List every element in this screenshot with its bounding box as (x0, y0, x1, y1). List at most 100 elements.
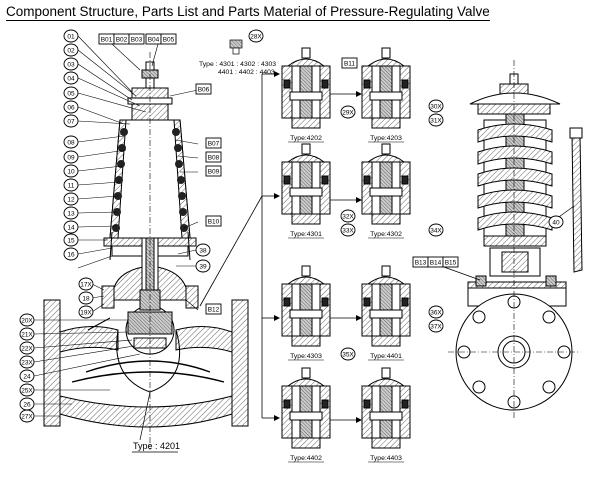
tag-07-text: 07 (67, 118, 75, 125)
tag-13-text: 13 (67, 210, 75, 217)
tag-38: 38 (195, 243, 211, 257)
tag-09: 09 (63, 150, 79, 164)
tag-40-text: 40 (552, 219, 560, 226)
variant-type-label-8: Type:4403 (370, 455, 402, 462)
part-tags: 0102030405060708091011121314151617X1819X… (19, 29, 564, 463)
tag-28x-text: 28X (250, 33, 262, 40)
page-title: Component Structure, Parts List and Part… (6, 4, 490, 21)
tag-07: 07 (63, 114, 79, 128)
type-note-line1: Type : 4301 : 4302 : 4303 (199, 61, 276, 68)
tag-25x-text: 25X (21, 387, 33, 394)
tag-37x: 37X (428, 319, 444, 333)
tag-27x-text: 27X (21, 413, 33, 420)
tag-39: 39 (195, 259, 211, 273)
variant-type-label-1: Type:4202 (290, 135, 322, 142)
variant-drawing-1 (281, 47, 331, 129)
tag-b08-text: B08 (208, 154, 220, 161)
tag-b13: B13 (412, 256, 429, 268)
tag-08-text: 08 (67, 139, 75, 146)
tag-29x: 29X (340, 105, 356, 119)
tag-23x-text: 23X (21, 359, 33, 366)
tag-21x: 21X (19, 327, 35, 341)
type-note-line2: 4401 : 4402 : 4403 (218, 69, 275, 76)
variant-drawing-4 (361, 143, 411, 225)
variant-connector (199, 73, 356, 421)
tag-39-text: 39 (199, 263, 207, 270)
tag-b04-text: B04 (148, 36, 160, 43)
tag-b02-text: B02 (116, 36, 128, 43)
tag-18: 18 (78, 291, 94, 305)
variant-drawing-6 (361, 265, 411, 347)
tag-11-text: 11 (68, 182, 75, 189)
variant-drawing-2 (361, 47, 411, 129)
tag-37x-text: 37X (430, 323, 442, 330)
tag-b12-text: B12 (208, 306, 220, 313)
tag-24-text: 24 (23, 373, 31, 380)
tag-22x-text: 22X (21, 345, 33, 352)
variant-drawing-7 (281, 367, 331, 449)
tag-30x: 30X (428, 99, 444, 113)
variant-type-label-4: Type:4302 (370, 231, 402, 238)
tag-b13-text: B13 (415, 259, 427, 266)
actuator-drawing (429, 60, 583, 420)
tag-09-text: 09 (67, 154, 75, 161)
tag-17x-text: 17X (80, 281, 92, 288)
tag-19x: 19X (78, 305, 94, 319)
tag-b11: B11 (341, 57, 358, 69)
tag-b06: B06 (195, 83, 212, 95)
tag-30x-text: 30X (430, 103, 442, 110)
variant-drawing-3 (281, 143, 331, 225)
tag-10: 10 (63, 164, 79, 178)
tag-28x: 28X (248, 29, 264, 43)
tag-33x-text: 33X (342, 227, 354, 234)
variant-type-label-6: Type:4401 (370, 353, 402, 360)
tag-18-text: 18 (82, 295, 90, 302)
tag-b12: B12 (205, 303, 222, 315)
tag-26-text: 26 (23, 401, 31, 408)
main-type-label: Type : 4201 (133, 441, 180, 451)
leader-lines (33, 35, 199, 417)
tag-12: 12 (63, 192, 79, 206)
tag-b10-text: B10 (208, 218, 220, 225)
tag-20x: 20X (19, 313, 35, 327)
tag-36x: 36X (428, 305, 444, 319)
tag-24: 24 (19, 369, 35, 383)
tag-03: 03 (63, 57, 79, 71)
tag-b07-text: B07 (208, 140, 220, 147)
tag-34x: 34X (428, 223, 444, 237)
tag-b04: B04 (145, 33, 162, 45)
tag-02: 02 (63, 43, 79, 57)
tag-19x-text: 19X (80, 309, 92, 316)
main-valve-section (43, 52, 249, 450)
tag-32x-text: 32X (342, 213, 354, 220)
tag-08: 08 (63, 135, 79, 149)
tag-35x: 35X (340, 347, 356, 361)
tag-23x: 23X (19, 355, 35, 369)
tag-01: 01 (63, 29, 79, 43)
tag-33x: 33X (340, 223, 356, 237)
tag-b14: B14 (427, 256, 444, 268)
tag-05-text: 05 (67, 90, 75, 97)
tag-b07: B07 (205, 137, 222, 149)
tag-27x: 27X (19, 409, 35, 423)
tag-15-text: 15 (67, 237, 75, 244)
tag-b09-text: B09 (208, 168, 220, 175)
tag-b03: B03 (128, 33, 145, 45)
tag-40: 40 (548, 215, 564, 229)
tag-15: 15 (63, 233, 79, 247)
tag-20x-text: 20X (21, 317, 33, 324)
variant-type-label-2: Type:4203 (370, 135, 402, 142)
tag-14: 14 (63, 220, 79, 234)
tag-31x-text: 31X (430, 117, 442, 124)
tag-b15: B15 (442, 256, 459, 268)
tag-17x: 17X (78, 277, 94, 291)
tag-b14-text: B14 (430, 259, 442, 266)
tag-b03-text: B03 (131, 36, 143, 43)
variant-type-label-5: Type:4303 (290, 353, 322, 360)
tag-b01-text: B01 (101, 36, 113, 43)
tag-b05: B05 (160, 33, 177, 45)
tag-38-text: 38 (199, 247, 207, 254)
tag-b15-text: B15 (445, 259, 457, 266)
tag-b01: B01 (98, 33, 115, 45)
tag-31x: 31X (428, 113, 444, 127)
